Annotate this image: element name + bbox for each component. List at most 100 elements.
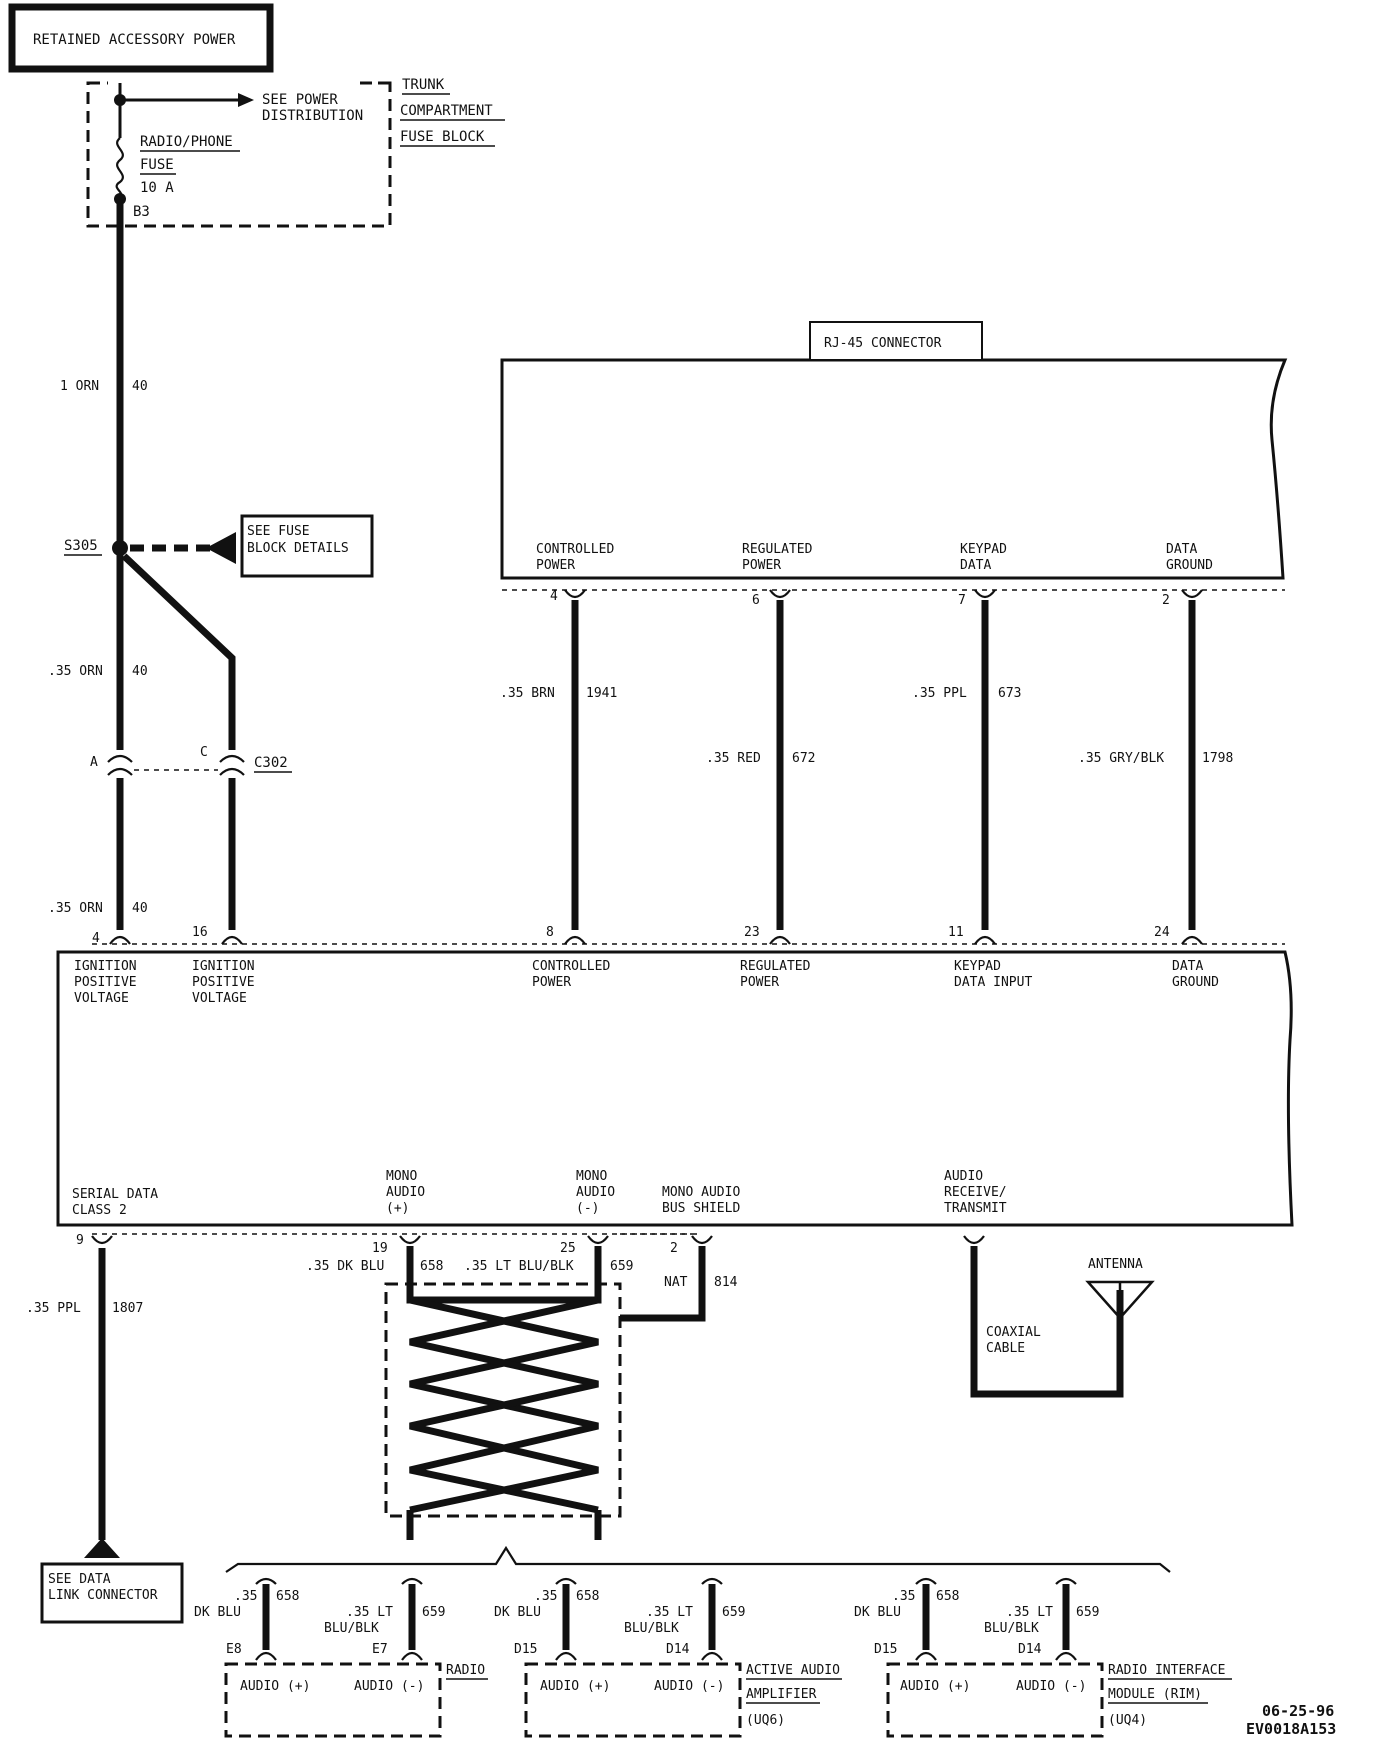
module-pin-1-num: 4 <box>92 931 100 946</box>
title: RETAINED ACCESSORY POWER <box>33 32 236 48</box>
main-module <box>56 943 1294 1235</box>
dest-3-name-2: MODULE (RIM) <box>1108 1687 1202 1702</box>
dest-3-m-g1: .35 LT <box>1006 1605 1053 1620</box>
connector-c302: A C C302 <box>90 745 292 776</box>
dest-3-p-g1: .35 <box>892 1589 915 1604</box>
module-pin-2-l3: VOLTAGE <box>192 991 247 1006</box>
rj45-pin-4-label-2: GROUND <box>1166 558 1213 573</box>
dlc-box: SEE DATA LINK CONNECTOR <box>40 1562 184 1624</box>
dest-2-p-circ: 658 <box>576 1589 599 1604</box>
dest-2-m-circ: 659 <box>722 1605 745 1620</box>
shield-label-2: BUS SHIELD <box>662 1201 740 1216</box>
dest-3-m-g2: BLU/BLK <box>984 1621 1039 1636</box>
dest-1-m-circ: 659 <box>422 1605 445 1620</box>
wire-circuit-2: 40 <box>132 664 148 679</box>
rj45-pin-2-label-1: REGULATED <box>742 542 813 557</box>
dest-3-m-circ: 659 <box>1076 1605 1099 1620</box>
dest-1-m-g1: .35 LT <box>346 1605 393 1620</box>
see-fuse-2: BLOCK DETAILS <box>247 541 349 556</box>
module-pin-5-l1: KEYPAD <box>954 959 1001 974</box>
dest-3-p-g2: DK BLU <box>854 1605 901 1620</box>
dest-1-p-pin: E8 <box>226 1642 242 1657</box>
rj45-pin-2-num: 6 <box>752 593 760 608</box>
dlc-2: LINK CONNECTOR <box>48 1588 158 1603</box>
c302-pin-c: C <box>200 745 208 760</box>
shield-pin: 2 <box>670 1241 678 1256</box>
dest-3-name-3: (UQ4) <box>1108 1713 1147 1728</box>
mono-minus-pin: 25 <box>560 1241 576 1256</box>
rj45-pin-4-label-1: DATA <box>1166 542 1197 557</box>
audio-rt-1: AUDIO <box>944 1169 983 1184</box>
dest-2-name-2: AMPLIFIER <box>746 1687 817 1702</box>
serial-label-1: SERIAL DATA <box>72 1187 158 1202</box>
dest-3-p-circ: 658 <box>936 1589 959 1604</box>
rj45-pin-2-label-2: POWER <box>742 558 781 573</box>
see-power-2: DISTRIBUTION <box>262 108 363 124</box>
serial-gauge: .35 PPL <box>26 1301 81 1316</box>
triangle-up-icon <box>84 1538 120 1558</box>
dest-2-m-pin: D14 <box>666 1642 690 1657</box>
dest-1-m-pin: E7 <box>372 1642 388 1657</box>
p-circuit: 658 <box>420 1259 443 1274</box>
rj45-pin-3-label-1: KEYPAD <box>960 542 1007 557</box>
rj45-wires: 4 .35 BRN 1941 6 .35 RED 672 7 .35 PPL 6… <box>500 589 1233 945</box>
module-pin-3-l1: CONTROLLED <box>532 959 610 974</box>
module-pin-3-l2: POWER <box>532 975 571 990</box>
rj45-pin-2-gauge: .35 RED <box>706 751 761 766</box>
module-bottom-labels: SERIAL DATA CLASS 2 MONO AUDIO (+) MONO … <box>72 1169 1007 1256</box>
dest-1-p-circ: 658 <box>276 1589 299 1604</box>
serial-pin: 9 <box>76 1233 84 1248</box>
rj45-pin-3-num: 7 <box>958 593 966 608</box>
twisted-pair: .35 DK BLU 658 .35 LT BLU/BLK 659 NAT 81… <box>306 1233 738 1540</box>
rj45-pin-1-label-1: CONTROLLED <box>536 542 614 557</box>
dest-1-name-1: RADIO <box>446 1663 485 1678</box>
antenna-circuit: ANTENNA COAXIAL CABLE <box>963 1235 1155 1398</box>
see-fuse-1: SEE FUSE <box>247 524 310 539</box>
fuse-details-box: SEE FUSE BLOCK DETAILS <box>240 514 374 578</box>
dest-2-name-3: (UQ6) <box>746 1713 785 1728</box>
fuse-rating: 10 A <box>140 180 174 196</box>
rj45-pin-labels: CONTROLLED POWER REGULATED POWER KEYPAD … <box>536 542 1213 573</box>
rj45-pin-4-circuit: 1798 <box>1202 751 1233 766</box>
dest-2-aud-m: AUDIO (-) <box>654 1679 724 1694</box>
dest-1-p-g1: .35 <box>234 1589 257 1604</box>
module-top-pins: 4 IGNITION POSITIVE VOLTAGE 16 IGNITION … <box>74 925 1219 1006</box>
module-pin-2-l1: IGNITION <box>192 959 255 974</box>
module-pin-3-num: 8 <box>546 925 554 940</box>
mono-plus-pin: 19 <box>372 1241 388 1256</box>
module-pin-1-l2: POSITIVE <box>74 975 137 990</box>
wire-branch-c302 <box>121 553 236 750</box>
dest-1-aud-p: AUDIO (+) <box>240 1679 310 1694</box>
wire-circuit-1: 40 <box>132 379 148 394</box>
module-pin-1-l1: IGNITION <box>74 959 137 974</box>
arrow-right-icon <box>238 93 254 107</box>
module-pin-5-num: 11 <box>948 925 964 940</box>
rj45-pin-3-circuit: 673 <box>998 686 1021 701</box>
fuse-block-location-1: TRUNK <box>402 77 445 93</box>
dest-2-p-g2: DK BLU <box>494 1605 541 1620</box>
dest-2-aud-p: AUDIO (+) <box>540 1679 610 1694</box>
fuse-block-location-2: COMPARTMENT <box>400 103 493 119</box>
dest-1-p-g2: DK BLU <box>194 1605 241 1620</box>
dest-2-p-g1: .35 <box>534 1589 557 1604</box>
coax-2: CABLE <box>986 1341 1025 1356</box>
see-power-1: SEE POWER <box>262 92 338 108</box>
destination-radio: .35 DK BLU 658 E8 .35 LT BLU/BLK 659 E7 … <box>194 1577 488 1738</box>
mono-plus-1: MONO <box>386 1169 417 1184</box>
shield-label-1: MONO AUDIO <box>662 1185 740 1200</box>
destination-rim: .35 DK BLU 658 D15 .35 LT BLU/BLK 659 D1… <box>854 1577 1232 1738</box>
serial-label-2: CLASS 2 <box>72 1203 127 1218</box>
dest-2-m-g1: .35 LT <box>646 1605 693 1620</box>
antenna-label: ANTENNA <box>1088 1257 1143 1272</box>
coax-1: COAXIAL <box>986 1325 1041 1340</box>
rj45-pin-3-label-2: DATA <box>960 558 991 573</box>
fuse-name: RADIO/PHONE <box>140 134 233 150</box>
module-pin-1-l3: VOLTAGE <box>74 991 129 1006</box>
fuse-terminal: B3 <box>133 204 150 220</box>
footer-date: 06-25-96 <box>1262 1702 1334 1720</box>
module-pin-6-l2: GROUND <box>1172 975 1219 990</box>
dest-3-name-1: RADIO INTERFACE <box>1108 1663 1225 1678</box>
rj45-pin-1-label-2: POWER <box>536 558 575 573</box>
mono-minus-1: MONO <box>576 1169 607 1184</box>
